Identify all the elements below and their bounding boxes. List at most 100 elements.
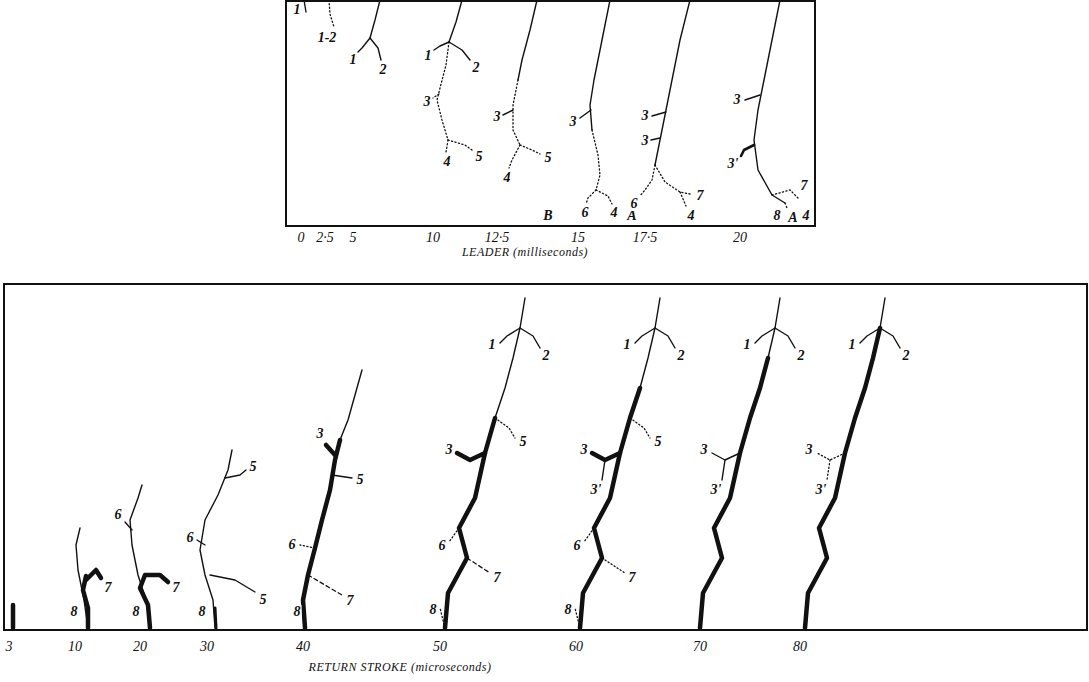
lightning-channel: [457, 453, 485, 460]
lightning-channel: [303, 440, 340, 628]
lightning-channel: [308, 575, 342, 595]
branch-number: 5: [259, 593, 268, 607]
branch-number: 7: [172, 581, 181, 595]
lightning-channel: [215, 608, 216, 628]
lightning-channel: [602, 460, 605, 480]
lightning-channel: [437, 42, 449, 140]
lightning-channel: [300, 545, 315, 548]
lightning-channel: [860, 328, 880, 343]
lightning-channel: [805, 328, 880, 628]
branch-number: 3': [815, 483, 828, 497]
branch-number: 5: [544, 151, 553, 165]
lightning-channel: [449, 528, 459, 542]
lightning-channel: [197, 540, 205, 545]
lightning-channel: [700, 358, 768, 628]
branch-number: 8: [70, 605, 79, 619]
branch-number: 7: [800, 179, 809, 193]
branch-number: 6: [186, 531, 195, 545]
branch-number: 1: [743, 338, 752, 352]
lightning-channel: [326, 445, 335, 455]
branch-number: 7: [493, 571, 502, 585]
branch-number: 3': [590, 483, 603, 497]
lightning-channel: [640, 165, 655, 196]
time-tick: 40: [295, 640, 311, 654]
lightning-channel: [586, 190, 596, 204]
branch-number: 3: [580, 443, 589, 457]
lightning-channel: [434, 42, 449, 50]
lightning-channel: [580, 110, 591, 118]
time-tick: 2·5: [315, 231, 335, 245]
lightning-channel: [433, 94, 439, 98]
branch-number: 4: [687, 209, 696, 223]
lightning-channel: [509, 145, 520, 168]
branch-number: 1: [424, 49, 433, 63]
branch-number: 3: [641, 109, 650, 123]
lightning-channel: [440, 608, 445, 628]
lightning-channel: [652, 112, 666, 116]
lightning-channel: [370, 38, 381, 60]
time-tick: 10: [67, 640, 83, 654]
lightning-channel: [445, 418, 495, 628]
branch-number: 3: [445, 443, 454, 457]
lightning-channel: [655, 0, 690, 165]
branch-number: A: [787, 211, 798, 225]
lightning-channel: [755, 328, 775, 343]
lightning-channel: [590, 0, 610, 130]
branch-number: 8: [773, 209, 782, 223]
lightning-channel: [630, 418, 650, 438]
lightning-channel: [592, 453, 620, 460]
lightning-channel: [575, 608, 580, 628]
lightning-channel: [722, 460, 725, 480]
branch-number: 3: [700, 443, 709, 457]
lightning-channel: [340, 370, 362, 440]
branch-number: 8: [198, 605, 207, 619]
lightning-channel: [651, 138, 660, 140]
branch-number: A: [626, 209, 637, 223]
lightning-channel: [680, 192, 686, 206]
lightning-channel: [225, 470, 246, 478]
time-tick: 3: [5, 640, 14, 654]
branch-number: 6: [630, 197, 639, 211]
branch-number: 8: [564, 603, 573, 617]
lightning-channel: [445, 298, 525, 628]
branch-number: 3: [641, 134, 650, 148]
branch-number: 6: [288, 538, 297, 552]
branch-number: 3: [493, 110, 502, 124]
lightning-channel: [210, 575, 255, 592]
branch-number: 8: [429, 603, 438, 617]
branch-number: 1: [488, 338, 497, 352]
time-tick: 5: [349, 231, 358, 245]
time-tick: 50: [432, 640, 448, 654]
time-tick: 70: [692, 640, 708, 654]
branch-number: 2: [797, 349, 806, 363]
lightning-channel: [745, 95, 760, 100]
lightning-channel: [11, 605, 16, 628]
lightning-channel: [520, 328, 540, 348]
branch-number: 5: [519, 435, 528, 449]
lightning-channel: [358, 38, 370, 52]
lightning-channel: [332, 475, 352, 478]
branch-number: 4: [802, 209, 811, 223]
branch-number: 3: [316, 427, 325, 441]
lightning-channel: [125, 522, 132, 530]
branch-number: 2: [902, 349, 911, 363]
time-tick: 30: [199, 640, 215, 654]
branch-number: 2: [379, 63, 388, 77]
lightning-channel: [805, 298, 885, 628]
lightning-channel: [655, 328, 675, 348]
lightning-channel: [775, 328, 795, 348]
axis-title: LEADER (milliseconds): [461, 245, 589, 259]
branch-number: 1-2: [317, 31, 338, 45]
time-tick: 15: [570, 231, 586, 245]
branch-number: 3: [569, 115, 578, 129]
branch-number: 5: [249, 460, 258, 474]
lightning-channel: [602, 558, 625, 573]
branch-number: 4: [610, 206, 619, 220]
lightning-channel: [304, 0, 306, 12]
lightning-channel: [772, 190, 798, 198]
lightning-channel: [635, 328, 655, 343]
branch-number: 7: [628, 571, 637, 585]
branch-number: 3: [423, 95, 432, 109]
